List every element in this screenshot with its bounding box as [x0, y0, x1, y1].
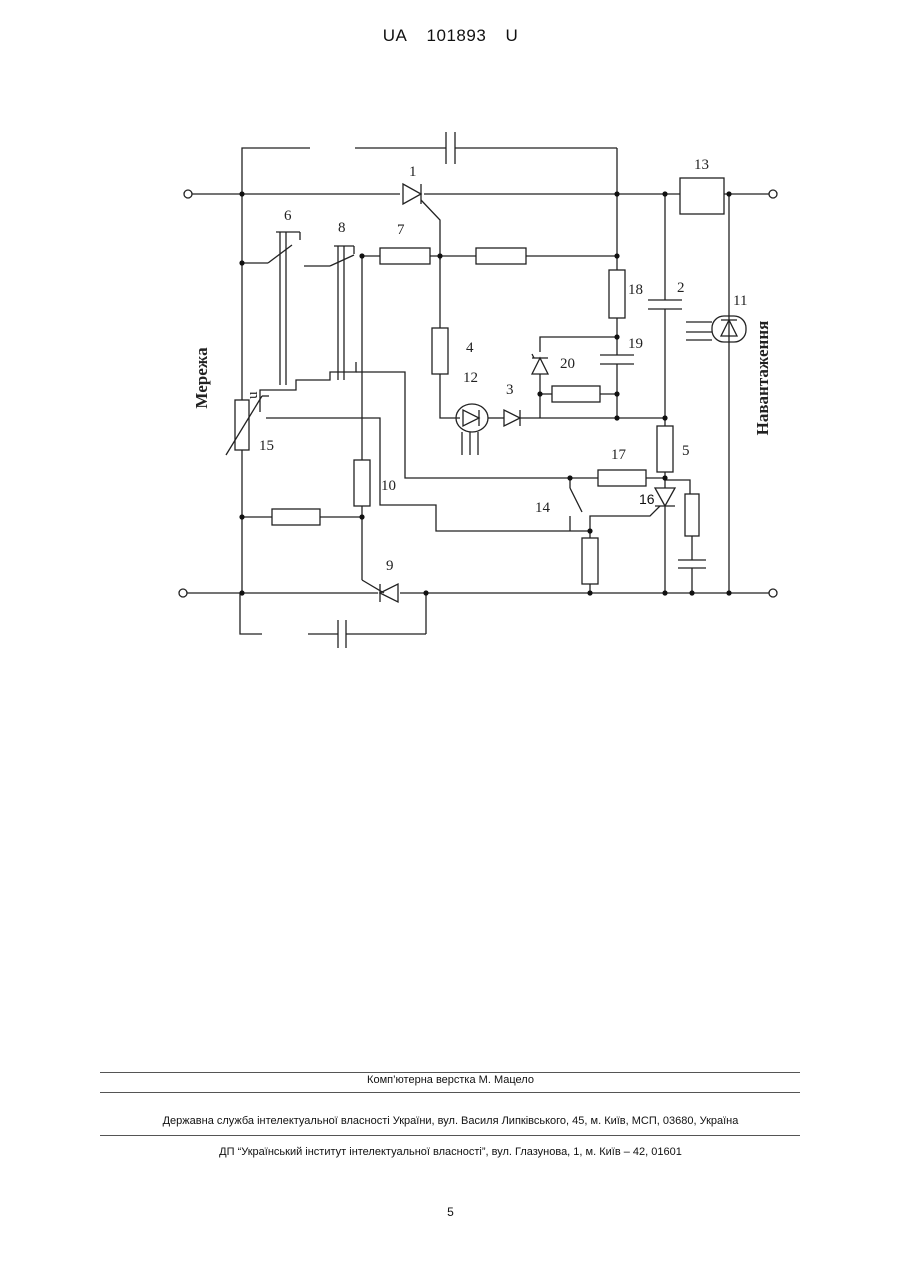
- footer-rule-bottom: [100, 1135, 800, 1136]
- label-20: 20: [560, 356, 575, 372]
- footer-service-address: Державна служба інтелектуальної власност…: [0, 1115, 901, 1127]
- label-8: 8: [338, 220, 346, 236]
- label-10: 10: [381, 478, 396, 494]
- label-15: 15: [259, 438, 274, 454]
- terminal-bottom-right: [769, 589, 777, 597]
- footer-layout-credit: Комп’ютерна верстка М. Мацело: [0, 1074, 901, 1086]
- label-u: u: [245, 391, 261, 399]
- label-11: 11: [733, 293, 747, 309]
- label-4: 4: [466, 340, 474, 356]
- label-18: 18: [628, 282, 643, 298]
- label-6: 6: [284, 208, 292, 224]
- wires: [179, 132, 777, 648]
- terminal-bottom-left: [179, 589, 187, 597]
- label-17: 17: [611, 447, 627, 463]
- label-14: 14: [535, 500, 551, 516]
- circuit-schematic: 1 2 3 4 5 6 7 8 9 10 11 12 13 14 15 16 1…: [0, 0, 901, 700]
- footer-rule-middle: [100, 1092, 800, 1093]
- footer-rule-top: [100, 1072, 800, 1073]
- page-number: 5: [0, 1205, 901, 1219]
- label-13: 13: [694, 157, 709, 173]
- label-3: 3: [506, 382, 514, 398]
- footer-institute-address: ДП “Український інститут інтелектуальної…: [0, 1146, 901, 1158]
- label-9: 9: [386, 558, 394, 574]
- label-5: 5: [682, 443, 690, 459]
- label-16: 16: [639, 491, 655, 507]
- label-7: 7: [397, 222, 405, 238]
- terminal-top-right: [769, 190, 777, 198]
- terminal-top-left: [184, 190, 192, 198]
- label-network: Мережа: [192, 347, 211, 409]
- label-2: 2: [677, 280, 685, 296]
- junction-dots: [239, 191, 731, 595]
- label-1: 1: [409, 164, 417, 180]
- label-load: Навантаження: [753, 321, 772, 436]
- label-19: 19: [628, 336, 643, 352]
- label-12: 12: [463, 370, 478, 386]
